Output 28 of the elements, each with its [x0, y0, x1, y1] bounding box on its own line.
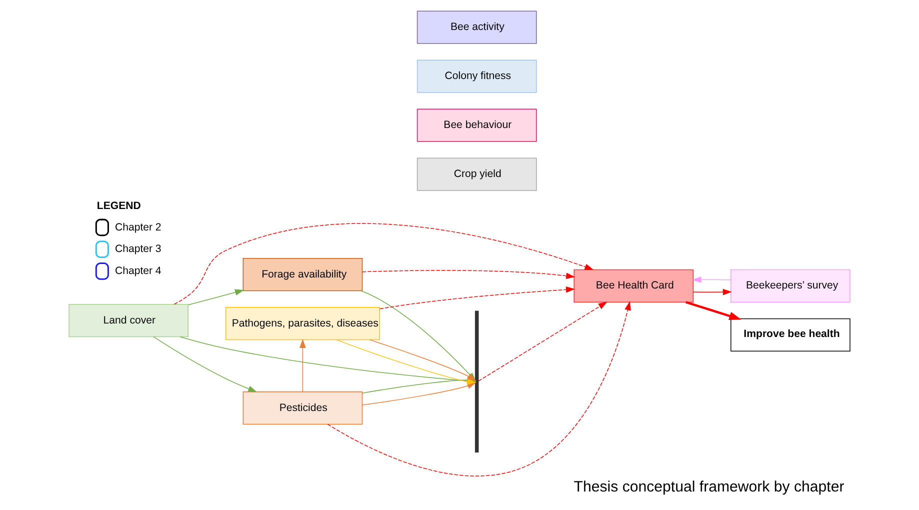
- arrow: [188, 289, 244, 306]
- arrow: [379, 286, 576, 310]
- node-box: Crop yield: [416, 158, 537, 191]
- arrow: [153, 336, 258, 392]
- node-box: Bee activity: [416, 10, 537, 44]
- arrow: [362, 270, 576, 280]
- node-bracket: [474, 310, 479, 452]
- node-box: Land cover: [68, 304, 188, 338]
- arrow: [327, 301, 631, 476]
- diagram-title: Thesis conceptual framework by chapter: [574, 478, 844, 496]
- arrow: [692, 288, 732, 296]
- node-box: Improve bee health: [730, 318, 850, 352]
- node-box: Pesticides: [242, 391, 363, 425]
- legend-label: Chapter 2: [115, 221, 162, 234]
- node-box: Bee behaviour: [416, 108, 537, 142]
- node-box: Pathogens, parasites, diseases: [225, 307, 380, 340]
- node-box: Colony fitness: [416, 60, 537, 93]
- legend-label: Chapter 3: [115, 243, 162, 256]
- arrow: [174, 223, 594, 305]
- arrow: [478, 302, 608, 382]
- node-box: Bee Health Card: [574, 269, 694, 302]
- arrow: [686, 301, 742, 320]
- node-box: Beekeepers’ survey: [730, 269, 850, 302]
- label: LEGEND: [96, 200, 141, 212]
- arrow: [692, 276, 732, 283]
- arrow: [300, 338, 306, 392]
- node-box: Forage availability: [242, 258, 363, 292]
- legend-label: Chapter 4: [115, 264, 162, 277]
